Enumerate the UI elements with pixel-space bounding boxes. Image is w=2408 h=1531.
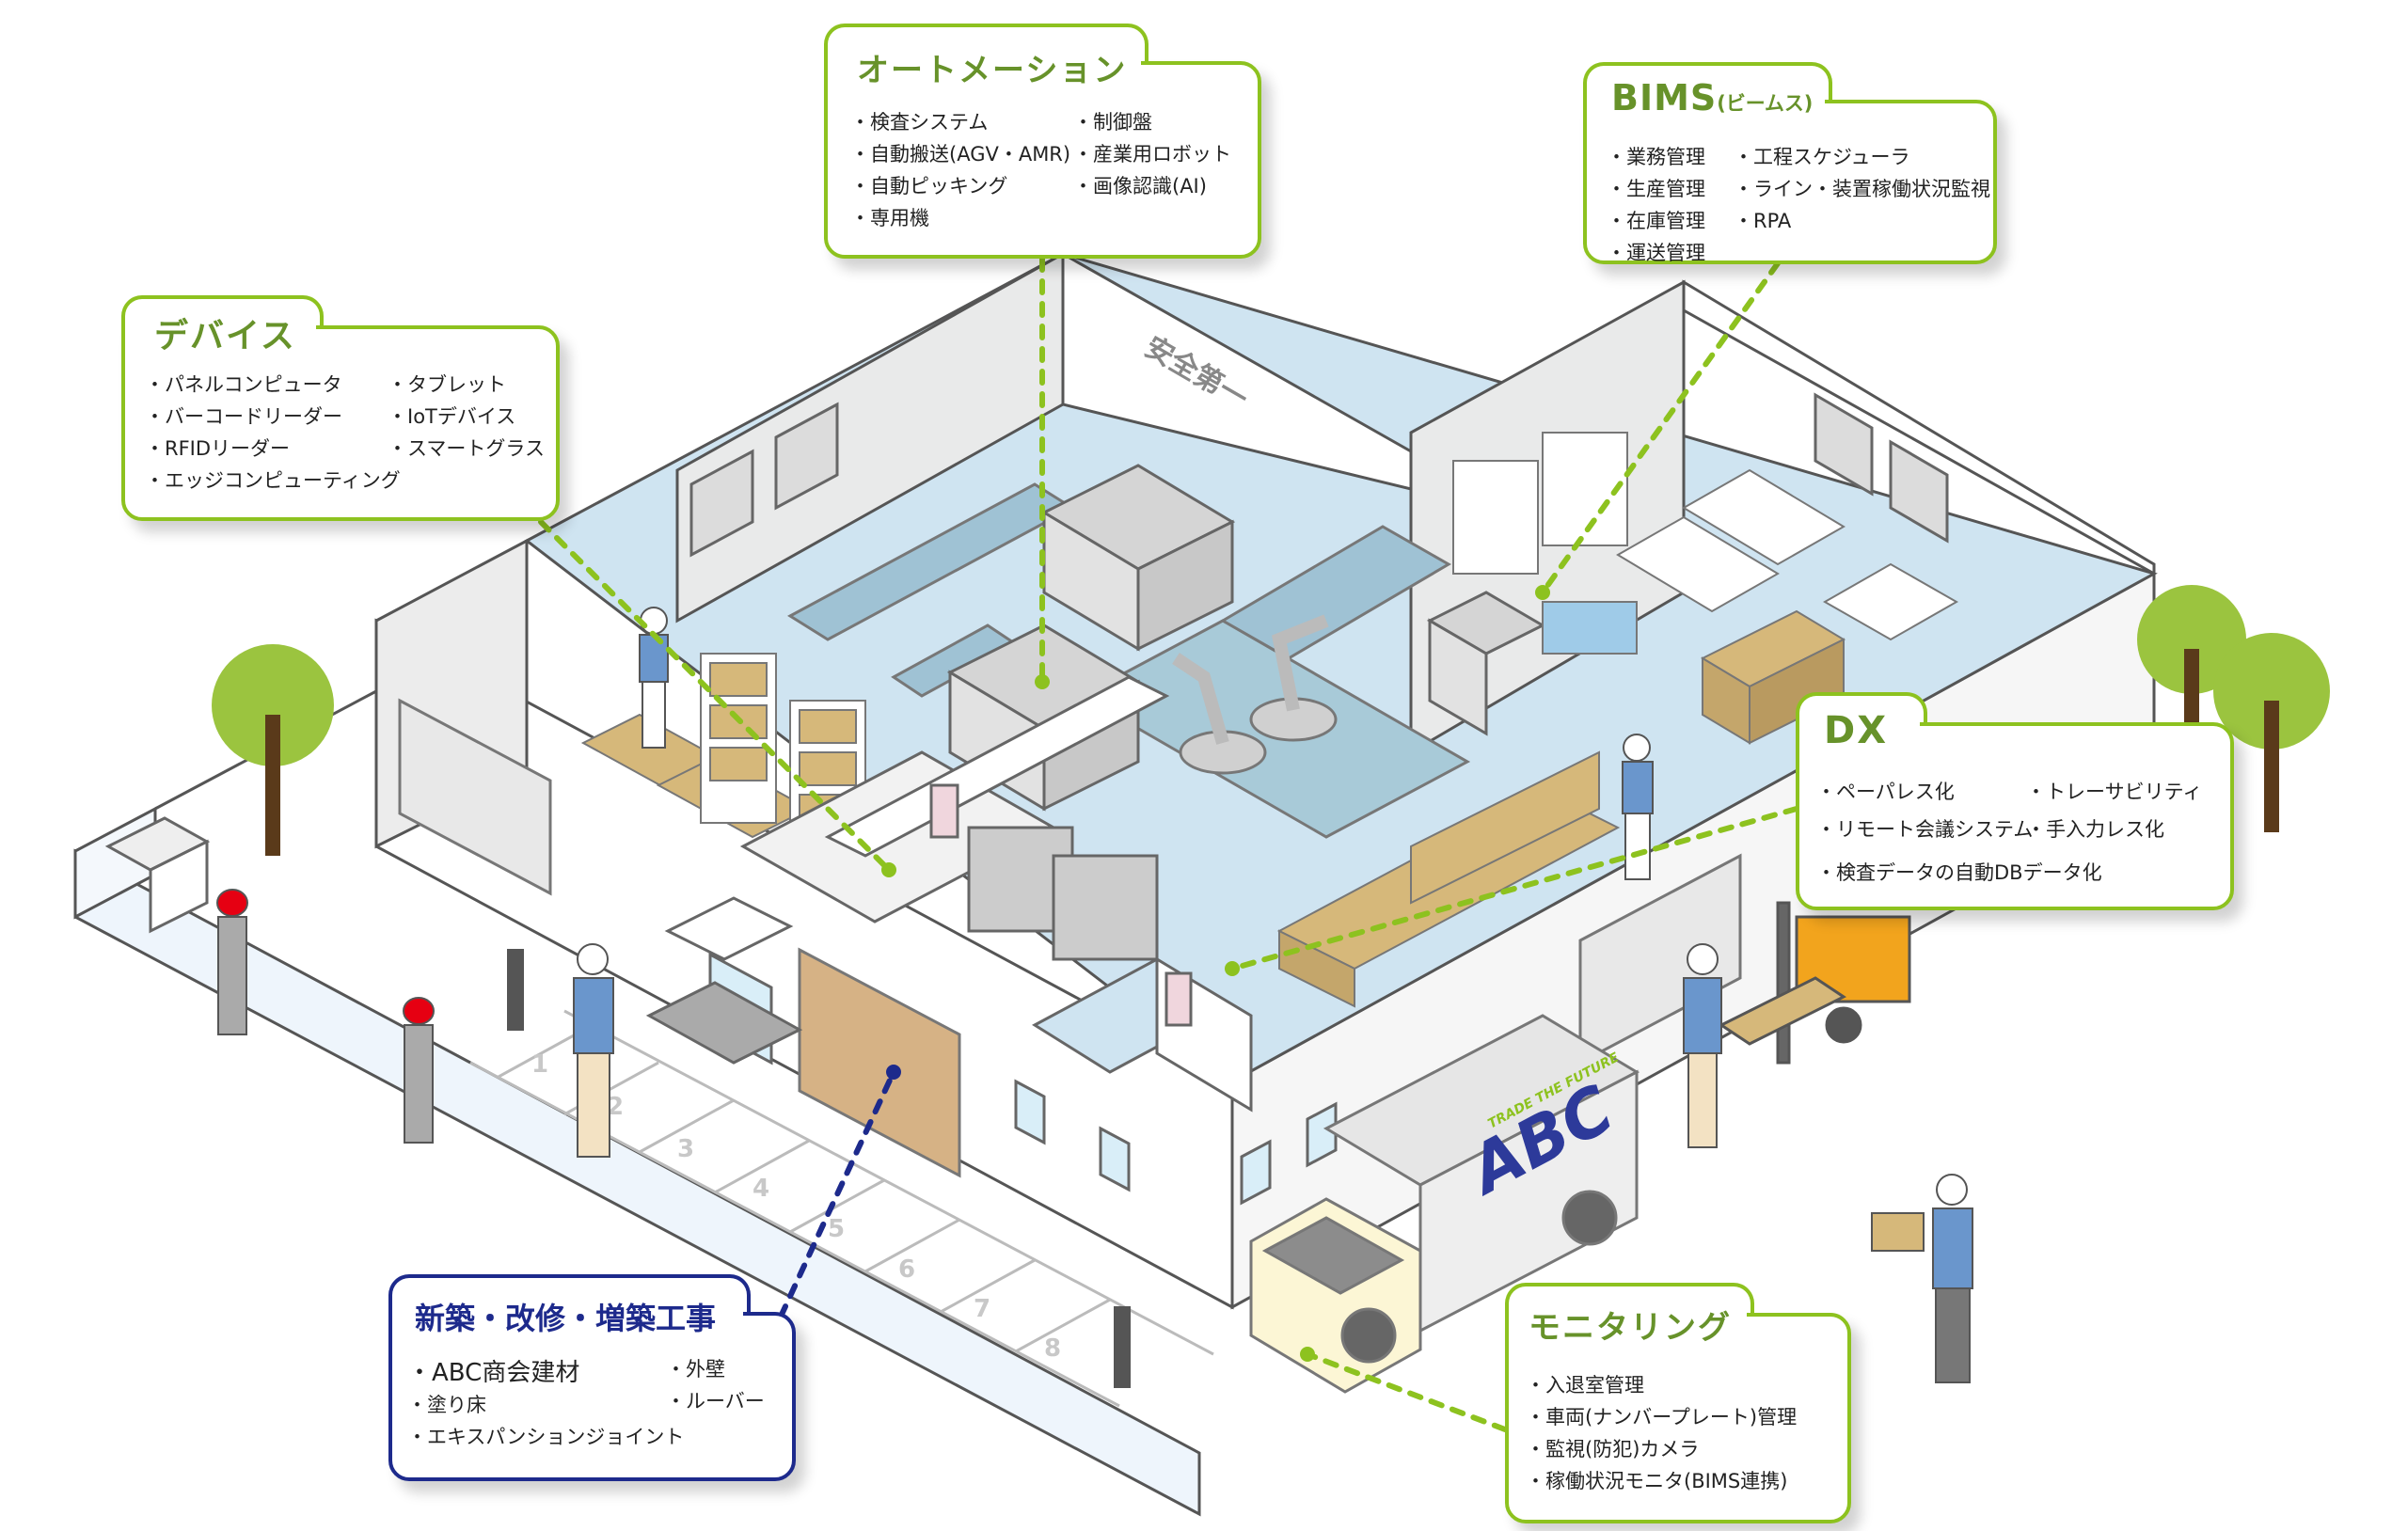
callout-devices: デバイス パネルコンピュータ バーコードリーダー RFIDリーダー エッジコンピ… bbox=[121, 295, 560, 521]
list-item: 自動ピッキング bbox=[850, 170, 1070, 202]
pallet-boxes bbox=[1276, 609, 1846, 1008]
monitoring-items: 入退室管理 車両(ナンバープレート)管理 監視(防犯)カメラ 稼働状況モニタ(B… bbox=[1526, 1369, 1797, 1497]
trees bbox=[212, 585, 2330, 856]
list-item: 自動搬送(AGV・AMR) bbox=[850, 138, 1070, 170]
list-item: 画像認識(AI) bbox=[1073, 170, 1231, 202]
office-rooms bbox=[739, 675, 1253, 1113]
worker bbox=[639, 607, 669, 749]
callout-title: 新築・改修・増築工事 bbox=[415, 1301, 717, 1336]
shutters bbox=[398, 698, 1742, 1065]
callout-automation: オートメーション 検査システム 自動搬送(AGV・AMR) 自動ピッキング 専用… bbox=[824, 24, 1261, 259]
work-tables bbox=[1452, 432, 1959, 655]
list-item: 検査データの自動DBデータ化 bbox=[1816, 854, 2102, 892]
bims-title-reading: (ビームス) bbox=[1717, 92, 1814, 115]
svg-text:8: 8 bbox=[1044, 1334, 1061, 1363]
callout-bims: BIMS(ビームス) 業務管理 生産管理 在庫管理 運送管理 工程スケジューラ … bbox=[1583, 62, 1997, 264]
list-item: パネルコンピュータ bbox=[145, 369, 401, 401]
callout-title: オートメーション bbox=[857, 52, 1128, 89]
svg-text:7: 7 bbox=[974, 1295, 990, 1323]
construction-items-col2: 外壁 ルーバー bbox=[666, 1353, 765, 1417]
list-item: 塗り床 bbox=[407, 1389, 684, 1421]
list-item: 運送管理 bbox=[1607, 237, 1705, 269]
list-item-large: ABC商会建材 bbox=[407, 1357, 684, 1389]
list-item: 工程スケジューラ bbox=[1734, 141, 1990, 173]
list-item: 検査システム bbox=[850, 106, 1070, 138]
list-item: ライン・装置稼働状況監視 bbox=[1734, 173, 1990, 205]
svg-text:4: 4 bbox=[752, 1175, 769, 1203]
workers bbox=[573, 607, 1973, 1383]
bims-items-col1: 業務管理 生産管理 在庫管理 運送管理 bbox=[1607, 141, 1705, 269]
list-item: 業務管理 bbox=[1607, 141, 1705, 173]
callout-construction: 新築・改修・増築工事 ABC商会建材 塗り床 エキスパンションジョイント 外壁 … bbox=[388, 1274, 796, 1481]
list-item: バーコードリーダー bbox=[145, 401, 401, 433]
entrance bbox=[645, 896, 803, 1065]
tree bbox=[2213, 633, 2330, 832]
worker bbox=[1871, 1174, 1973, 1383]
list-item: 稼働状況モニタ(BIMS連携) bbox=[1526, 1465, 1797, 1497]
list-item: エッジコンピューティング bbox=[145, 465, 401, 497]
list-item: 手入力レス化 bbox=[2026, 811, 2202, 848]
dx-items-col2: トレーサビリティ 手入力レス化 bbox=[2026, 773, 2202, 848]
wall-monitors bbox=[689, 392, 1949, 558]
list-item: 車両(ナンバープレート)管理 bbox=[1526, 1401, 1797, 1433]
list-item: IoTデバイス bbox=[388, 401, 545, 433]
forklift bbox=[1719, 901, 1911, 1065]
devices-items-col1: パネルコンピュータ バーコードリーダー RFIDリーダー エッジコンピューティン… bbox=[145, 369, 401, 497]
callout-title: DX bbox=[1824, 709, 1889, 752]
guard-booth bbox=[104, 816, 211, 934]
list-item: タブレット bbox=[388, 369, 545, 401]
bims-title: BIMS bbox=[1611, 77, 1718, 118]
list-item: スマートグラス bbox=[388, 433, 545, 465]
svg-text:1: 1 bbox=[531, 1050, 548, 1079]
callout-title: BIMS(ビームス) bbox=[1611, 77, 1813, 118]
list-item: 制御盤 bbox=[1073, 106, 1231, 138]
worker bbox=[1683, 943, 1722, 1148]
parking-numbers: 1 2 3 4 5 6 7 8 bbox=[531, 1050, 1061, 1363]
list-item: RPA bbox=[1734, 205, 1990, 237]
automation-items-col1: 検査システム 自動搬送(AGV・AMR) 自動ピッキング 専用機 bbox=[850, 106, 1070, 234]
svg-text:2: 2 bbox=[607, 1093, 624, 1121]
list-item: 監視(防犯)カメラ bbox=[1526, 1433, 1797, 1465]
list-item: トレーサビリティ bbox=[2026, 773, 2202, 811]
connector-lines bbox=[538, 256, 1799, 1432]
bims-items-col2: 工程スケジューラ ライン・装置稼働状況監視 RPA bbox=[1734, 141, 1990, 237]
callout-monitoring: モニタリング 入退室管理 車両(ナンバープレート)管理 監視(防犯)カメラ 稼働… bbox=[1505, 1283, 1851, 1523]
devices-items-col2: タブレット IoTデバイス スマートグラス bbox=[388, 369, 545, 465]
list-item: 産業用ロボット bbox=[1073, 138, 1231, 170]
list-item: 入退室管理 bbox=[1526, 1369, 1797, 1401]
list-item: 生産管理 bbox=[1607, 173, 1705, 205]
truck bbox=[1249, 1014, 1640, 1394]
svg-text:5: 5 bbox=[828, 1215, 845, 1243]
connector-dots bbox=[881, 585, 1550, 1362]
automation-items-col2: 制御盤 産業用ロボット 画像認識(AI) bbox=[1073, 106, 1231, 202]
callout-dx: DX ペーパレス化 リモート会議システム 検査データの自動DBデータ化 トレーサ… bbox=[1796, 692, 2234, 910]
louver bbox=[798, 947, 961, 1178]
worker bbox=[1622, 734, 1654, 880]
worker bbox=[573, 943, 614, 1158]
gate-posts bbox=[216, 889, 1131, 1388]
callout-title: モニタリング bbox=[1529, 1309, 1732, 1347]
list-item: 外壁 bbox=[666, 1353, 765, 1385]
list-item: ルーバー bbox=[666, 1385, 765, 1417]
industrial-robots bbox=[1172, 614, 1338, 775]
construction-items-col1: ABC商会建材 塗り床 エキスパンションジョイント bbox=[407, 1357, 684, 1453]
svg-text:6: 6 bbox=[898, 1255, 915, 1284]
tree bbox=[212, 644, 334, 856]
windows bbox=[1014, 1079, 1338, 1206]
list-item: 専用機 bbox=[850, 202, 1070, 234]
svg-text:3: 3 bbox=[677, 1135, 694, 1163]
list-item: ペーパレス化 bbox=[1816, 773, 2102, 811]
callout-title: デバイス bbox=[154, 317, 296, 355]
dx-items-col1: ペーパレス化 リモート会議システム 検査データの自動DBデータ化 bbox=[1816, 773, 2102, 892]
list-item: 在庫管理 bbox=[1607, 205, 1705, 237]
list-item: RFIDリーダー bbox=[145, 433, 401, 465]
list-item: リモート会議システム bbox=[1816, 811, 2102, 848]
list-item: エキスパンションジョイント bbox=[407, 1421, 684, 1453]
